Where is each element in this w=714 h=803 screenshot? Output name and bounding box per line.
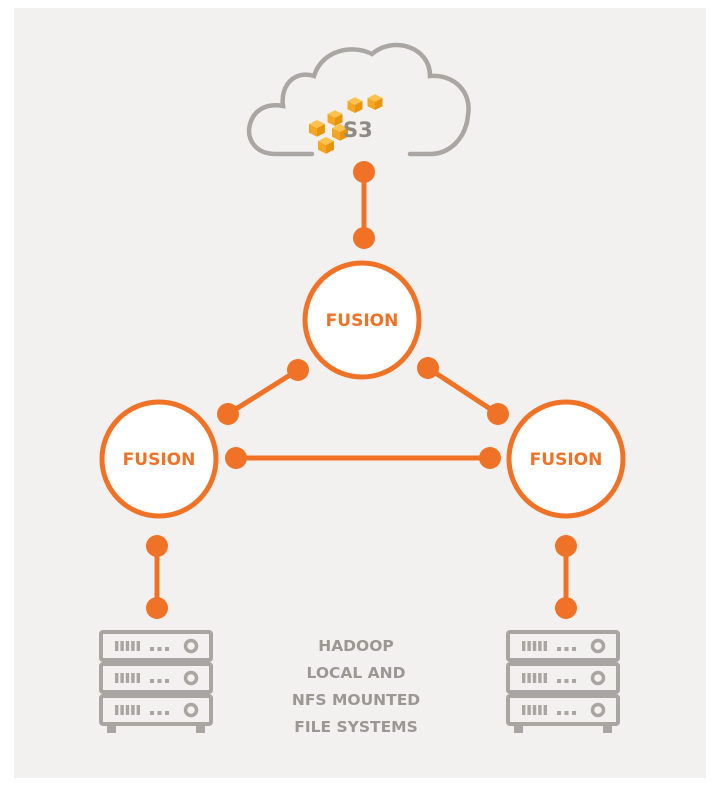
connector-dot — [217, 403, 239, 425]
connector-dot — [487, 403, 509, 425]
connector-dot — [555, 535, 577, 557]
rack-unit — [99, 662, 213, 694]
connector-dot — [353, 227, 375, 249]
connector-dot — [225, 447, 247, 469]
rack-unit — [99, 694, 213, 726]
server-rack-icon — [506, 630, 620, 733]
connector-dot — [146, 597, 168, 619]
connector-dot — [353, 161, 375, 183]
fusion-node-label: FUSION — [123, 450, 196, 470]
fusion-node-label: FUSION — [326, 311, 399, 331]
connector-dot — [146, 535, 168, 557]
connector-dot — [479, 447, 501, 469]
caption-line-3: NFS MOUNTED — [292, 691, 420, 709]
aws-s3-cubes-icon — [309, 94, 383, 154]
rack-unit — [99, 630, 213, 662]
connector-dots — [146, 161, 577, 619]
fusion-node-label: FUSION — [530, 450, 603, 470]
caption-line-1: HADOOP — [318, 637, 394, 655]
rack-unit — [506, 694, 620, 726]
cube — [367, 94, 383, 110]
storage-caption: HADOOP LOCAL AND NFS MOUNTED FILE SYSTEM… — [292, 637, 420, 736]
fusion-node-right: FUSION — [506, 399, 626, 519]
caption-line-2: LOCAL AND — [307, 664, 406, 682]
connector-dot — [555, 597, 577, 619]
cube — [332, 124, 348, 141]
top-to-left-link — [225, 367, 301, 417]
fusion-node-left: FUSION — [99, 399, 219, 519]
top-to-right-link — [425, 365, 501, 417]
s3-label: S3 — [343, 118, 373, 142]
cube — [347, 97, 363, 113]
rack-unit — [506, 630, 620, 662]
fusion-node-top: FUSION — [302, 260, 422, 380]
cloud-outline — [246, 42, 471, 157]
connector-dot — [287, 359, 309, 381]
cube — [309, 120, 325, 137]
connector-dot — [417, 357, 439, 379]
cube — [327, 110, 343, 126]
cube — [318, 137, 334, 154]
rack-unit — [506, 662, 620, 694]
diagram-background — [14, 8, 706, 778]
caption-line-4: FILE SYSTEMS — [294, 718, 418, 736]
server-rack-icon — [99, 630, 213, 733]
